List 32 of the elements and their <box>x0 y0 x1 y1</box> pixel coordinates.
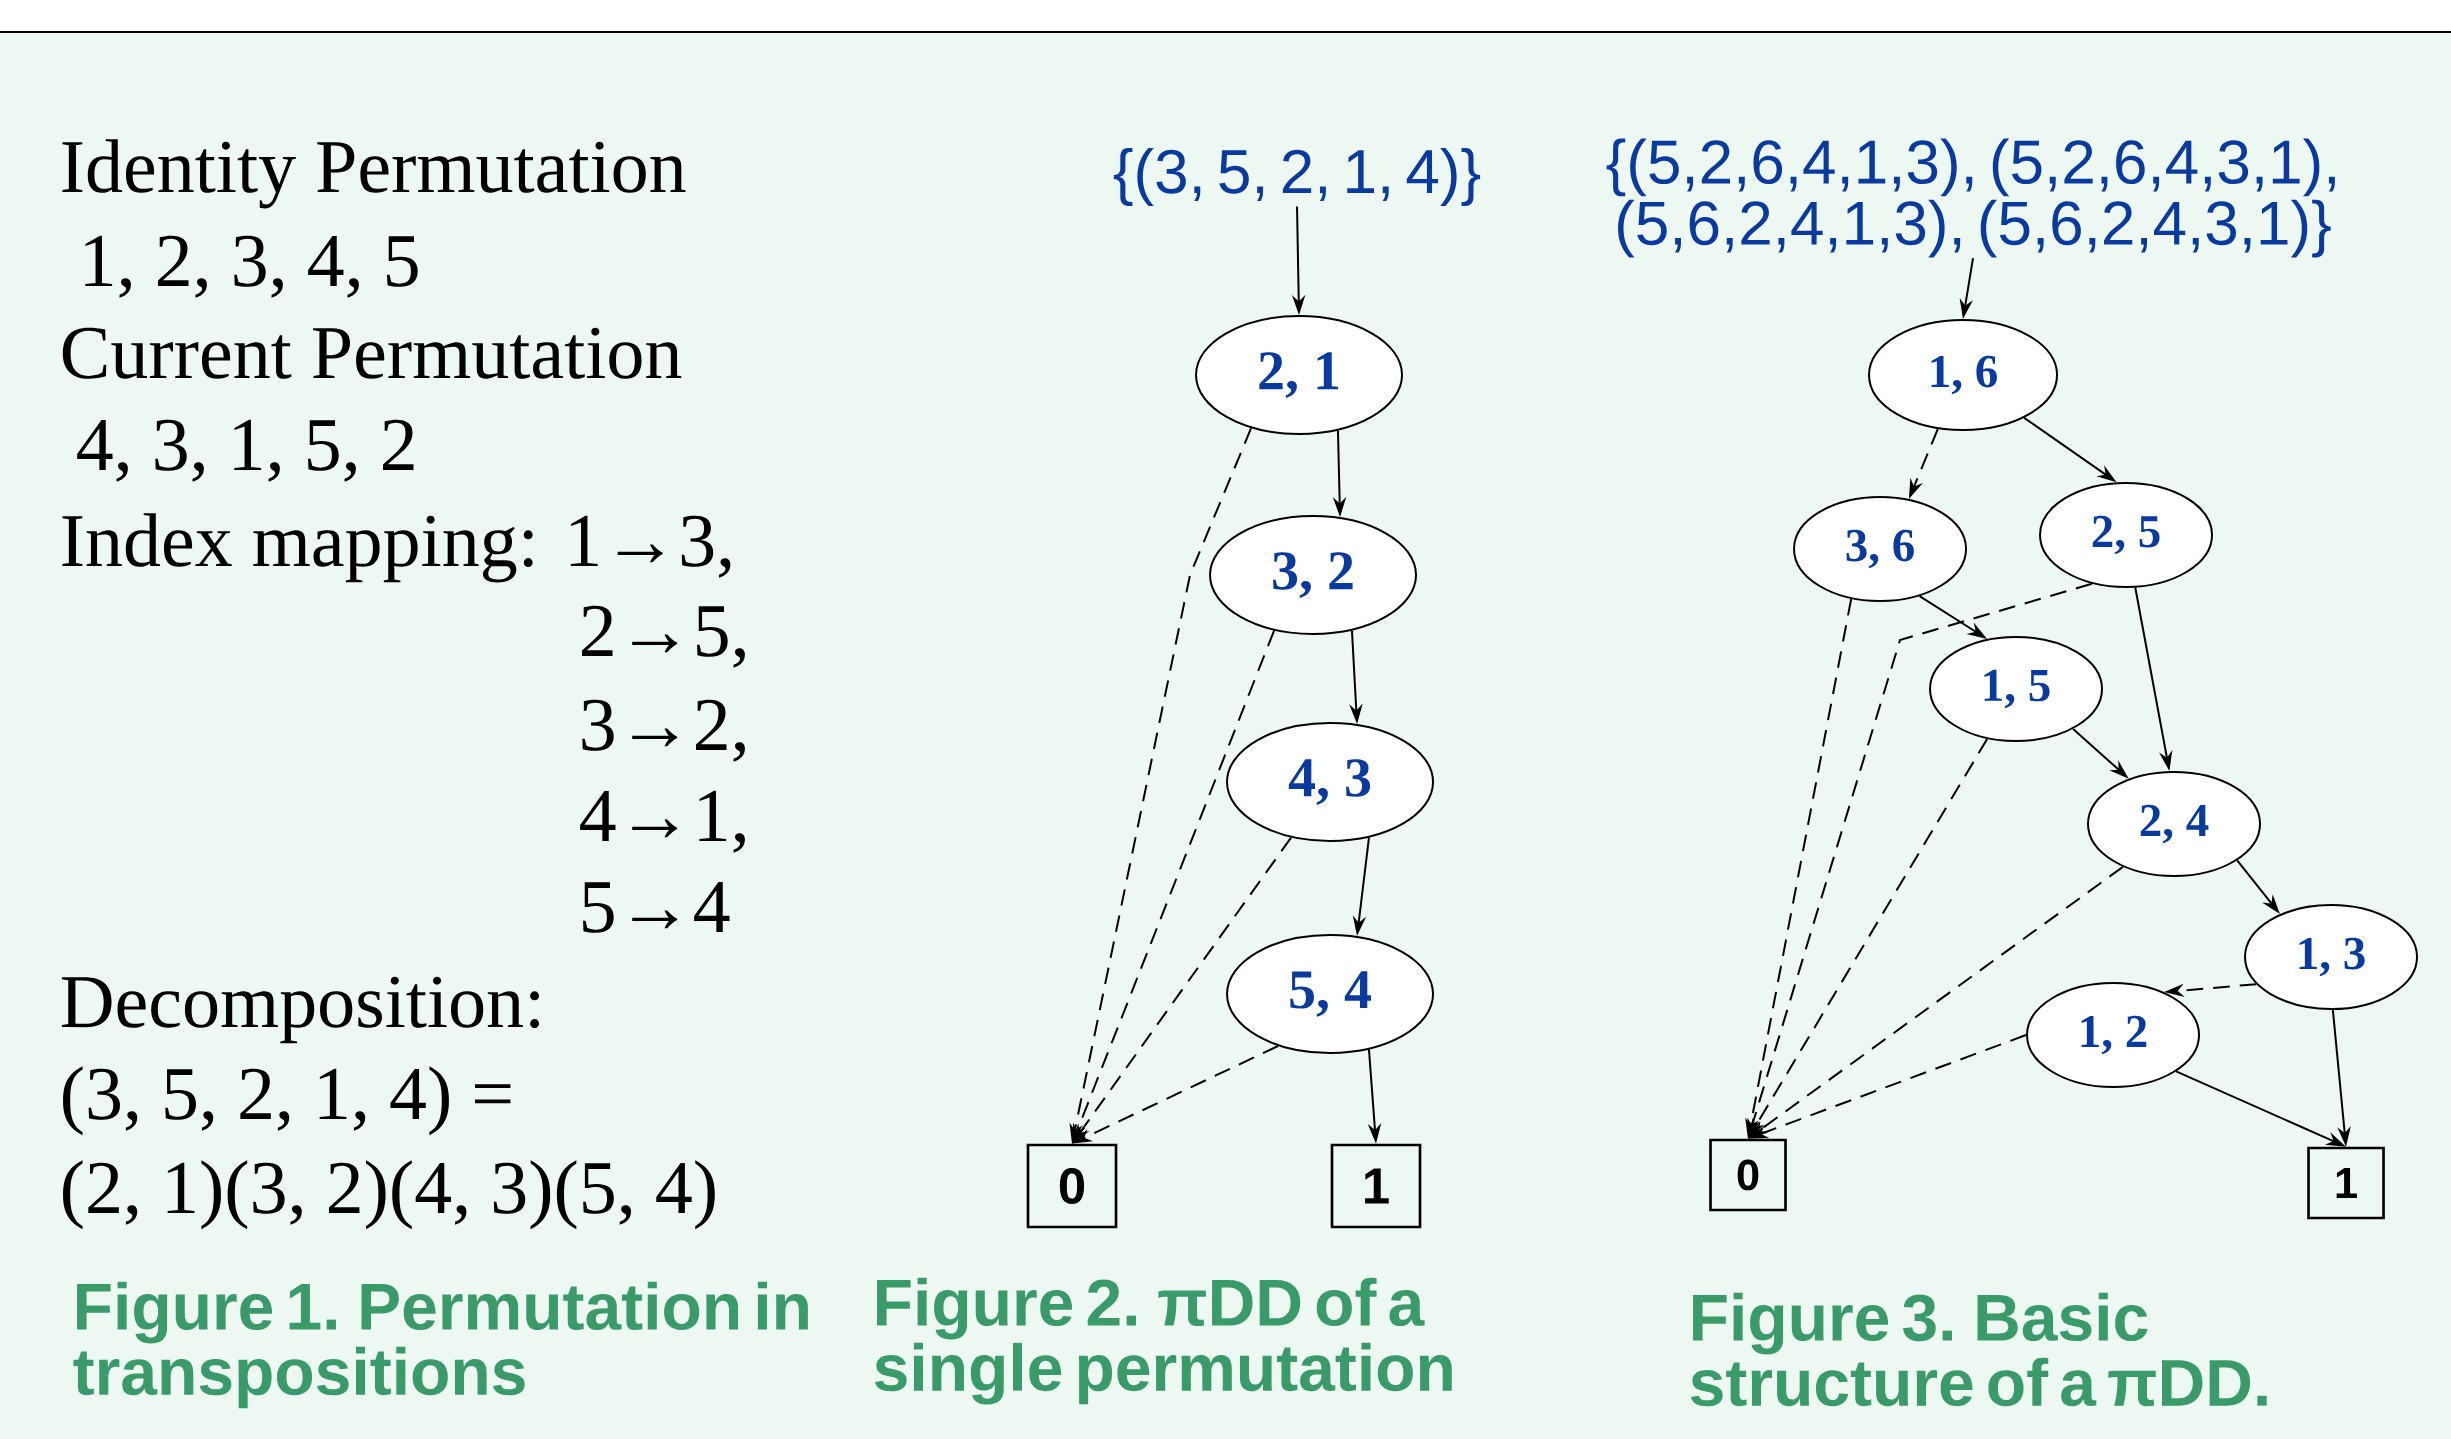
text-line: 4→1, <box>580 790 745 853</box>
text-line: 4, 3, 1, 5, 2 <box>77 419 414 482</box>
ellipse-node: 2, 4 <box>2087 771 2261 877</box>
ellipse-node: 1, 3 <box>2244 904 2418 1010</box>
figure-caption: Figure 3. Basic structure of a πDD. <box>1691 1292 2267 1407</box>
ellipse-node: 5, 4 <box>1226 934 1434 1054</box>
figure-caption: Figure 2. πDD of a single permutation <box>875 1277 1452 1405</box>
terminal-box: 0 <box>1709 1138 1787 1212</box>
text-line: (2, 1)(3, 2)(4, 3)(5, 4) <box>63 1160 715 1230</box>
text-line: 1, 2, 3, 4, 5 <box>85 235 418 298</box>
text-line: Current Permutation <box>62 327 682 379</box>
text-line: 2→5, <box>582 605 745 668</box>
text-line: Identity Permutation <box>62 139 686 209</box>
text-line: (3, 5, 2, 1, 4) = <box>63 1066 511 1136</box>
ellipse-node: 1, 2 <box>2026 982 2200 1088</box>
text-line: 3→2, <box>582 699 745 762</box>
text-line: Decomposition: <box>61 976 540 1044</box>
permutation-set: {(5,2,6,4,1,3), (5,2,6,4,3,1), (5,6,2,4,1,3), (5,6,2,4,3,1)} <box>1606 138 2335 258</box>
terminal-box: 1 <box>2307 1146 2385 1220</box>
ellipse-node: 1, 5 <box>1929 636 2103 742</box>
ellipse-node: 1, 6 <box>1868 319 2058 431</box>
ellipse-node: 4, 3 <box>1226 722 1434 842</box>
ellipse-node: 2, 1 <box>1195 315 1403 435</box>
text-line: Index mapping: 1→3, <box>62 513 731 583</box>
terminal-box: 0 <box>1026 1143 1118 1229</box>
permutation-set: {(3, 5, 2, 1, 4)} <box>1113 148 1481 206</box>
ellipse-node: 3, 2 <box>1209 515 1417 635</box>
text-line: 5→4 <box>583 881 730 933</box>
ellipse-node: 3, 6 <box>1793 496 1967 602</box>
ellipse-node: 2, 5 <box>2039 482 2213 588</box>
terminal-box: 1 <box>1330 1143 1422 1229</box>
figure-caption: Figure 1. Permutation in transpositions <box>73 1281 808 1409</box>
